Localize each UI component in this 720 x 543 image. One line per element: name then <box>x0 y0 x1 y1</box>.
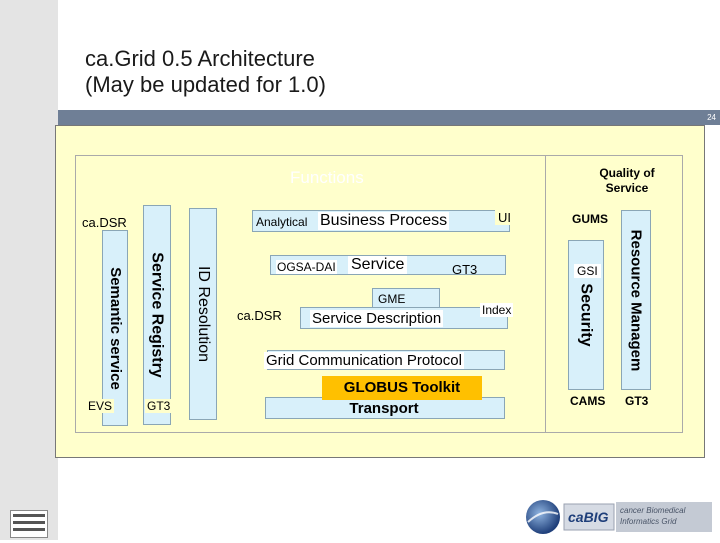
cadsr-top-label: ca.DSR <box>80 215 129 230</box>
semantic-service-bar: Semantic service <box>102 230 128 426</box>
globus-toolkit-label: GLOBUS Toolkit <box>343 379 461 396</box>
service-description-label: Service Description <box>310 310 444 327</box>
cabig-tagline: cancer Biomedical Informatics Grid <box>620 505 685 527</box>
globus-toolkit-box <box>322 376 482 400</box>
business-process-label: Business Process <box>318 212 450 230</box>
slide-title-line1: ca.Grid 0.5 Architecture <box>85 46 315 71</box>
gsi-label: GSI <box>574 264 601 278</box>
cams-label: CAMS <box>568 394 608 408</box>
left-decoration-strip <box>0 0 58 540</box>
ogsa-dai-label: OGSA-DAI <box>276 260 337 274</box>
transport-label: Transport <box>349 400 419 417</box>
nci-logo-graphic <box>13 514 45 531</box>
analytical-label: Analytical <box>256 215 308 229</box>
resource-management-bar: Resource Managem <box>621 210 651 390</box>
cabig-logo-graphic <box>526 500 712 534</box>
nci-logo <box>10 510 48 538</box>
cabig-tagline-line1: cancer Biomedical <box>620 506 686 515</box>
slide-title-line2: (May be updated for 1.0) <box>85 72 326 97</box>
evs-label: EVS <box>86 399 115 413</box>
page-number: 24 <box>707 113 716 122</box>
gt3-right-label: GT3 <box>623 394 651 408</box>
index-label: Index <box>480 303 514 317</box>
gums-label: GUMS <box>570 212 610 226</box>
gt3-left-label: GT3 <box>145 399 173 413</box>
service-registry-bar: Service Registry <box>143 205 171 425</box>
quality-of-service-line2: Service <box>605 181 649 195</box>
quality-of-service-panel <box>545 155 683 433</box>
semantic-service-label: Semantic service <box>106 266 124 390</box>
slide-title: ca.Grid 0.5 Architecture (May be updated… <box>85 46 645 98</box>
security-bar: Security <box>568 240 604 390</box>
security-label: Security <box>578 283 596 347</box>
grid-protocol-label: Grid Communication Protocol <box>264 352 464 369</box>
title-underline-bar <box>58 110 720 125</box>
quality-of-service-line1: Quality of <box>599 166 655 180</box>
service-label: Service <box>348 256 408 274</box>
cabig-tagline-line2: Informatics Grid <box>620 517 677 526</box>
functions-label: Functions <box>290 168 364 187</box>
cabig-logo: caBIG cancer Biomedical Informatics Grid <box>522 496 714 538</box>
gme-label: GME <box>378 292 406 306</box>
resource-management-label: Resource Managem <box>627 229 645 371</box>
gt3-mid-label: GT3 <box>452 262 478 277</box>
cadsr-mid-label: ca.DSR <box>233 308 286 323</box>
cabig-wordmark: caBIG <box>568 509 609 525</box>
id-resolution-bar: ID Resolution <box>189 208 217 420</box>
service-registry-label: Service Registry <box>149 252 166 378</box>
id-resolution-label: ID Resolution <box>195 265 213 363</box>
ui-label: UI <box>495 210 514 225</box>
quality-of-service-label: Quality of Service <box>592 166 662 196</box>
